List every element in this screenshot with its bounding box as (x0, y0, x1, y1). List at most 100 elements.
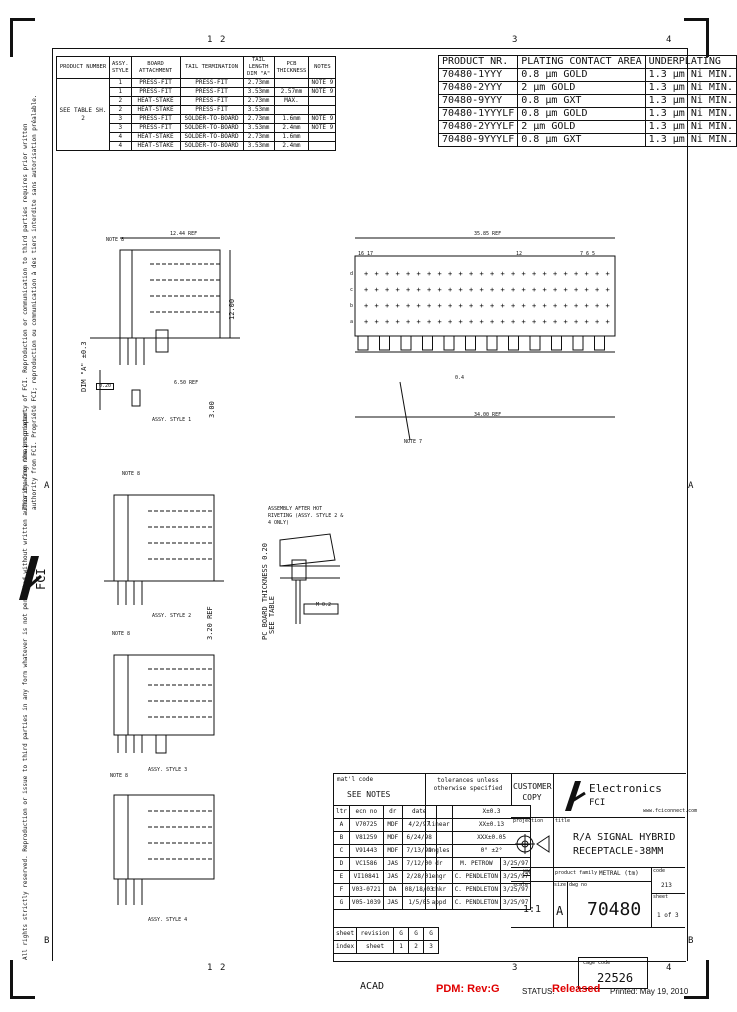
pin-mark: + (595, 286, 599, 294)
dim-bottom-ref: 34.00 REF (474, 412, 502, 418)
si-num: 3 (423, 940, 440, 954)
pt-cell: 2.57mm (273, 87, 310, 97)
tb-brand: Electronics FCI www.fciconnect.com (553, 773, 697, 818)
pin-mark: + (522, 318, 526, 326)
plating-cell: 70480-9YYY (437, 94, 519, 108)
pin-mark: + (553, 270, 557, 278)
pt-cell (273, 78, 310, 88)
contact-tail (594, 335, 605, 351)
pt-cell: HEAT-STAKE (130, 96, 181, 106)
plating-cell: 1.3 µm Ni MIN. (644, 94, 737, 108)
pin-mark: + (385, 270, 389, 278)
pin-mark: + (501, 286, 505, 294)
pt-cell: 3 (109, 114, 132, 124)
ph-product: PRODUCT NUMBER (56, 56, 110, 79)
pin-mark: + (417, 302, 421, 310)
pt-cell: 3.53mm (242, 141, 275, 151)
zone-top-4: 4 (666, 35, 672, 45)
detail-view (279, 533, 340, 624)
plating-cell: 70480-2YYY (437, 81, 519, 95)
tb-family-label: product family (555, 870, 598, 876)
ph-tail: TAIL TERMINATION (179, 56, 244, 79)
pin-mark: + (438, 270, 442, 278)
pin-mark: + (501, 302, 505, 310)
plating-table: PRODUCT NR. PLATING CONTACT AREA UNDERPL… (437, 55, 737, 147)
rev-cell: B (333, 831, 350, 845)
pt-cell: 3 (109, 123, 132, 133)
pt-cell (308, 96, 337, 106)
pin-mark: + (574, 302, 578, 310)
tb-family-value: METRAL (tm) (599, 870, 639, 877)
tb-code-value: 213 (661, 882, 672, 889)
dim-650: 6.50 REF (174, 380, 199, 386)
tb-size-value: A (556, 904, 564, 918)
zone-top-3: 3 (512, 35, 518, 45)
pin-mark: + (480, 318, 484, 326)
pin-mark: + (417, 318, 421, 326)
si-num: 2 (408, 940, 425, 954)
pin-mark: + (364, 270, 368, 278)
dim-300: 3.00 (208, 401, 216, 418)
pt-cell: 2.73mm (242, 96, 275, 106)
tol-label (425, 805, 453, 819)
plating-cell: 1.3 µm Ni MIN. (644, 133, 737, 147)
tb-cage-value: 22526 (597, 971, 634, 985)
contact-tail (486, 335, 498, 351)
col-labels-left: 16 17 (358, 251, 374, 257)
rev-cell: JAS (382, 870, 403, 884)
ph-notes: NOTES (308, 56, 337, 79)
pin-mark: + (553, 286, 557, 294)
note8-label-1: NOTE 8 (106, 237, 125, 243)
pt-cell: 2.4mm (273, 141, 310, 151)
pin-mark: + (585, 270, 589, 278)
contact-tail (465, 335, 476, 351)
contact-tail (422, 335, 433, 351)
plating-cell: 70480-9YYYLF (437, 133, 519, 147)
side-view-assy3 (113, 654, 215, 754)
note8-label-2: NOTE 8 (122, 471, 141, 477)
footer-status-label: STATUS: (522, 987, 555, 996)
rev-h: ltr (333, 805, 350, 819)
pin-mark: + (553, 318, 557, 326)
pin-mark: + (532, 286, 536, 294)
pin-mark: + (490, 286, 494, 294)
pin-mark: + (522, 302, 526, 310)
tb-cage: cage code 22526 (578, 957, 648, 989)
pt-cell: 1 (109, 78, 132, 88)
corner-mark-tl (10, 18, 35, 57)
rev-cell: MDF (382, 844, 403, 858)
tb-matl-code: mat'l code (337, 776, 374, 783)
pin-mark: + (595, 318, 599, 326)
tb-scale: scale 1:1 (511, 881, 554, 928)
contact-tail (551, 335, 562, 351)
front-view-grid: ++++++++++++++++++++++++++++++++++++++++… (354, 237, 616, 441)
side-note-3: All rights strictly reserved. Reproducti… (22, 407, 29, 960)
footer-acad: ACAD (360, 981, 385, 992)
pin-mark: + (511, 318, 515, 326)
pin-mark: + (396, 318, 400, 326)
pin-mark: + (427, 270, 431, 278)
plating-cell: 0.8 µm GOLD (517, 107, 646, 121)
tb-scale-value: 1:1 (523, 904, 542, 915)
pin-mark: + (606, 270, 610, 278)
pin-mark: + (543, 286, 547, 294)
contact-tail (443, 335, 455, 351)
pin-mark: + (511, 270, 515, 278)
plating-h-product: PRODUCT NR. (437, 55, 519, 69)
pin-mark: + (574, 270, 578, 278)
dim-tol: 0.20 (96, 383, 115, 390)
pt-cell: 3.53mm (242, 123, 275, 133)
pin-mark: + (375, 286, 379, 294)
tb-size: size A (553, 881, 568, 928)
ph-assy: ASSY. STYLE (109, 56, 132, 79)
tb-title: title R/A SIGNAL HYBRID RECEPTACLE-38MM (553, 817, 685, 868)
contact-tail (572, 335, 584, 351)
tb-title-label: title (555, 818, 571, 824)
pin-mark: + (480, 302, 484, 310)
tol-label: linear (425, 818, 453, 832)
pin-mark: + (606, 286, 610, 294)
note7-label: NOTE 7 (404, 439, 423, 445)
pin-mark: + (480, 286, 484, 294)
tb-dwg: dwg no 70480 (567, 881, 652, 928)
si-rev: G (423, 927, 440, 941)
